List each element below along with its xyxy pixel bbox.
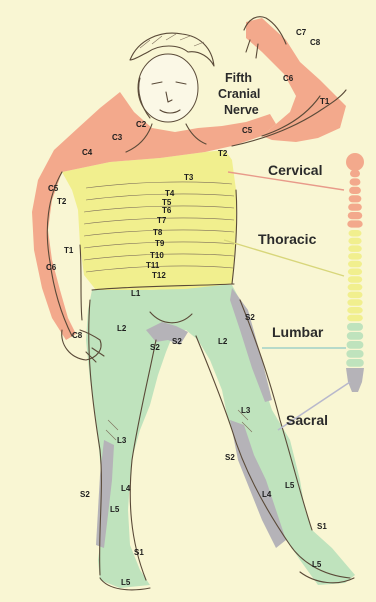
- thoracic-vertebra: [348, 261, 362, 268]
- thoracic-label: Thoracic: [258, 231, 317, 247]
- face: [138, 54, 198, 122]
- thoracic-vertebra: [348, 276, 363, 283]
- cervical-vertebra: [349, 187, 361, 194]
- label-t2-left: T2: [57, 197, 67, 206]
- thoracic-vertebra: [347, 307, 363, 314]
- label-c8-hand: C8: [72, 331, 83, 340]
- thoracic-vertebra: [348, 269, 362, 276]
- fifth-nerve-label-line-2: Cranial: [218, 87, 260, 101]
- vertebrae-cervical: [346, 153, 364, 228]
- label-l2-right: L2: [218, 337, 228, 346]
- spine-column: [346, 153, 364, 392]
- lumbar-label: Lumbar: [272, 324, 324, 340]
- fifth-nerve-label-line-1: Fifth: [225, 71, 252, 85]
- lumbar-vertebra: [346, 359, 364, 367]
- label-l4-right: L4: [262, 490, 272, 499]
- label-s2-right-thigh: S2: [245, 313, 255, 322]
- label-l5-left-foot: L5: [121, 578, 131, 587]
- cervical-label: Cervical: [268, 162, 322, 178]
- label-t1-arm: T1: [320, 97, 330, 106]
- label-t12: T12: [152, 271, 166, 280]
- label-c5-left: C5: [48, 184, 59, 193]
- lumbar-vertebra: [347, 332, 363, 340]
- thoracic-vertebra: [348, 284, 363, 291]
- label-t7: T7: [157, 216, 167, 225]
- label-c5-right: C5: [242, 126, 253, 135]
- label-t8: T8: [153, 228, 163, 237]
- label-t1-left: T1: [64, 246, 74, 255]
- cervical-vertebra: [348, 212, 363, 219]
- spine-top-knob: [346, 153, 364, 171]
- label-l3-left: L3: [117, 436, 127, 445]
- label-c6-arm: C6: [283, 74, 294, 83]
- cervical-vertebra: [348, 204, 362, 211]
- label-t10: T10: [150, 251, 164, 260]
- cervical-vertebra: [349, 195, 362, 202]
- thoracic-vertebra: [348, 238, 361, 245]
- cervical-vertebra: [350, 178, 361, 185]
- thoracic-vertebra: [348, 292, 363, 299]
- label-t9: T9: [155, 239, 165, 248]
- label-l5-right-shin: L5: [285, 481, 295, 490]
- cervical-vertebra: [350, 170, 360, 177]
- label-c7: C7: [296, 28, 307, 37]
- label-t11: T11: [146, 261, 160, 270]
- label-l4-left: L4: [121, 484, 131, 493]
- label-c6-left: C6: [46, 263, 57, 272]
- label-s2-left-leg: S2: [80, 490, 90, 499]
- label-s2-groin-r: S2: [172, 337, 182, 346]
- lumbar-vertebra: [346, 350, 363, 358]
- label-t2-right: T2: [218, 149, 228, 158]
- label-l2-left: L2: [117, 324, 127, 333]
- thoracic-vertebra: [349, 230, 362, 237]
- label-l5-left: L5: [110, 505, 120, 514]
- label-s1-right: S1: [317, 522, 327, 531]
- label-s2-right-leg: S2: [225, 453, 235, 462]
- label-l3-right: L3: [241, 406, 251, 415]
- label-c3: C3: [112, 133, 123, 142]
- lumbar-vertebra: [347, 323, 363, 331]
- thoracic-vertebra: [348, 245, 362, 252]
- fifth-nerve-label-line-3: Nerve: [224, 103, 259, 117]
- label-t3: T3: [184, 173, 194, 182]
- label-l5-right-foot: L5: [312, 560, 322, 569]
- vertebrae-sacral: [346, 368, 364, 392]
- label-s2-groin-l: S2: [150, 343, 160, 352]
- thoracic-vertebra: [347, 315, 363, 322]
- label-c8-arm: C8: [310, 38, 321, 47]
- thoracic-vertebra: [348, 253, 362, 260]
- vertebrae-lumbar: [346, 323, 364, 367]
- cervical-vertebra: [347, 220, 362, 227]
- label-s1-left: S1: [134, 548, 144, 557]
- thoracic-vertebra: [347, 299, 362, 306]
- vertebrae-thoracic: [347, 230, 363, 321]
- sacral-label: Sacral: [286, 412, 328, 428]
- label-c4: C4: [82, 148, 93, 157]
- label-t4: T4: [165, 189, 175, 198]
- lumbar-vertebra: [347, 341, 364, 349]
- label-l1: L1: [131, 289, 141, 298]
- sacrum: [346, 368, 364, 392]
- label-t6: T6: [162, 206, 172, 215]
- label-c2: C2: [136, 120, 147, 129]
